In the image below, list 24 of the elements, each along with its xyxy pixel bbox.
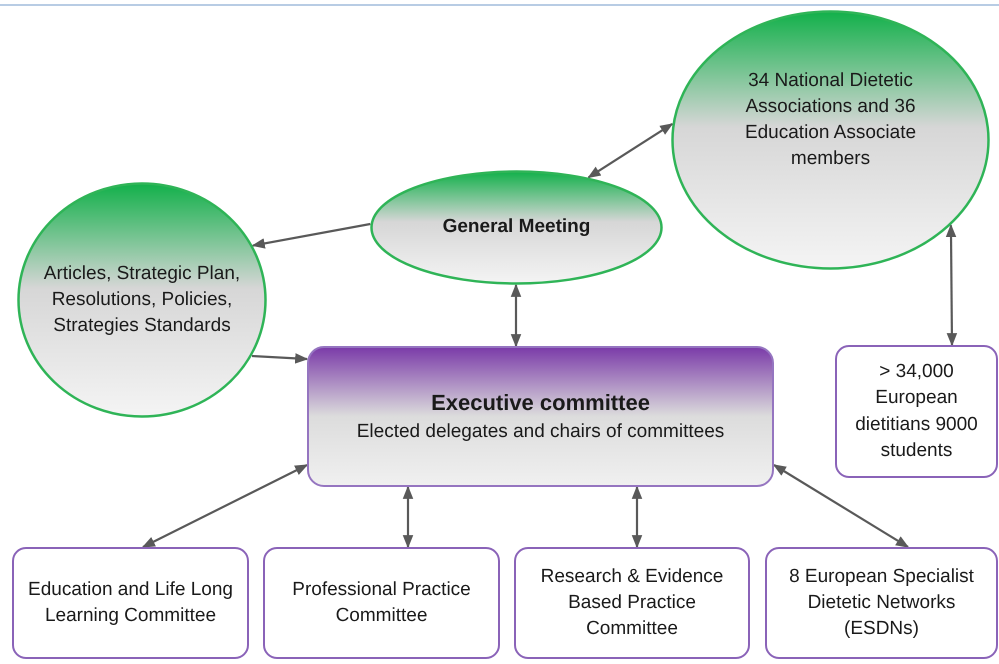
node-label: > 34,000 European dietitians 9000 students	[854, 360, 979, 463]
node-label: 34 National Dietetic Associations and 36 Education Associate members	[744, 68, 918, 172]
committee-box	[765, 547, 998, 659]
arrow	[632, 486, 642, 548]
node-label: Professional Practice Committee	[291, 578, 472, 628]
arrow	[587, 123, 674, 178]
arrow	[946, 224, 958, 346]
arrow	[252, 222, 370, 249]
arrow	[142, 464, 308, 548]
node-label: Education and Life Long Learning Committee	[28, 578, 233, 628]
committee-box	[835, 345, 998, 478]
arrow	[772, 464, 910, 548]
arrow	[510, 284, 522, 348]
node-heading: Executive committee	[431, 389, 650, 418]
node-label: Research & Evidence Based Practice Committee	[540, 564, 724, 642]
arrow	[402, 486, 414, 548]
committee-box	[12, 547, 249, 659]
arrow	[252, 353, 308, 364]
committee-box	[263, 547, 500, 659]
node-label: Elected delegates and chairs of committees	[356, 420, 724, 444]
node-label: General Meeting	[442, 215, 590, 240]
committee-box	[514, 547, 750, 659]
node-label: 8 European Specialist Dietetic Networks (ESDNs)	[788, 564, 975, 642]
node-label: Articles, Strategic Plan, Resolutions, Policies, Strategies Standards	[42, 262, 242, 338]
